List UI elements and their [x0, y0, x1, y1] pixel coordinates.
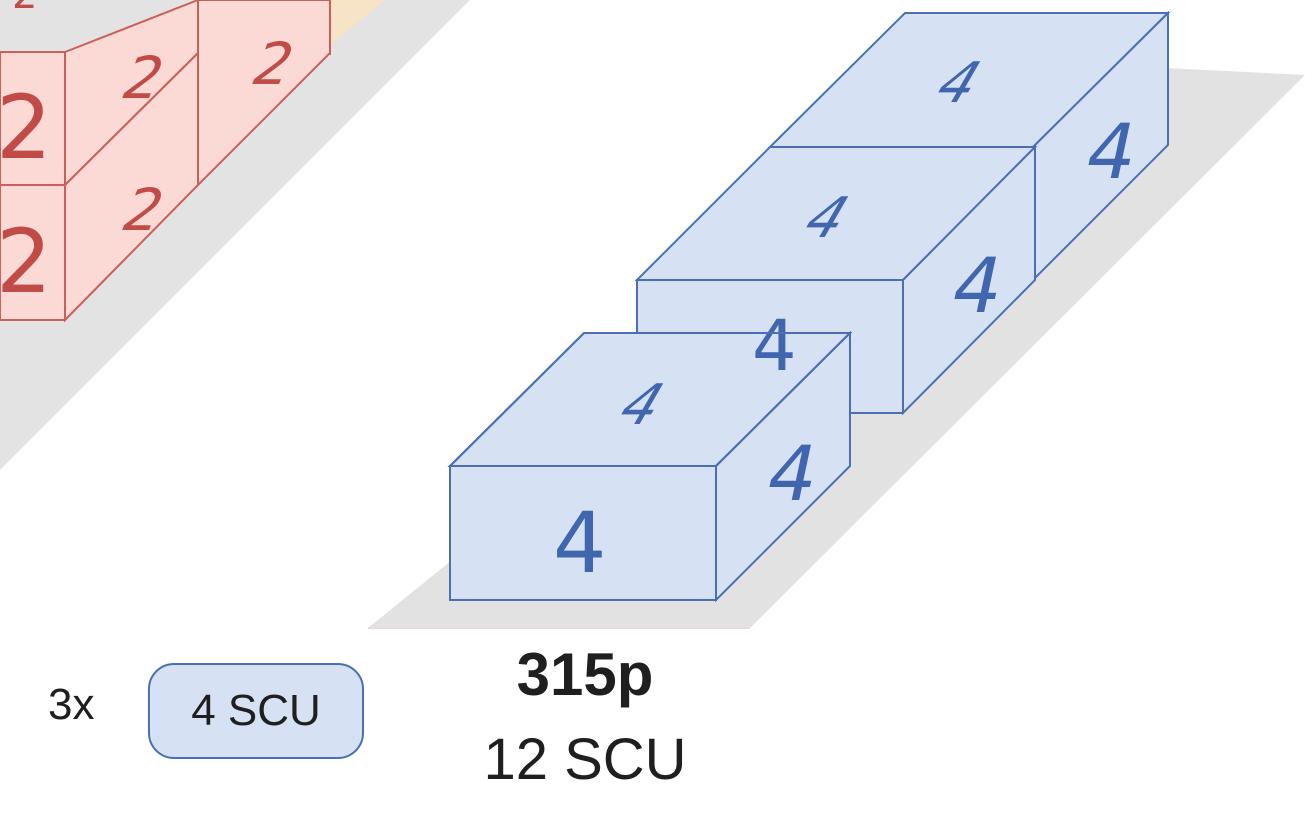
- crate-top: [447, 332, 853, 467]
- left-crate-digit: 2: [0, 76, 52, 179]
- crate-front-digit: 4: [553, 494, 606, 592]
- total-capacity-label: 12 SCU: [483, 727, 687, 792]
- crate-size-badge: 4 SCU: [148, 663, 364, 759]
- left-accent-strip: [330, 0, 385, 45]
- left-crate-digit: 2: [0, 210, 52, 313]
- crate-count-label: 3x: [48, 680, 95, 729]
- left-crate-group: 2 2 2 2 2 2: [0, 0, 470, 470]
- price-label: 315p: [516, 641, 654, 708]
- left-crate-digit: 2: [12, 0, 37, 18]
- crate-side: [902, 144, 1036, 416]
- crate-front-digit: 4: [752, 305, 797, 387]
- right-crate-group: 4 4 4 4 4 4 4 4: [368, 10, 1305, 629]
